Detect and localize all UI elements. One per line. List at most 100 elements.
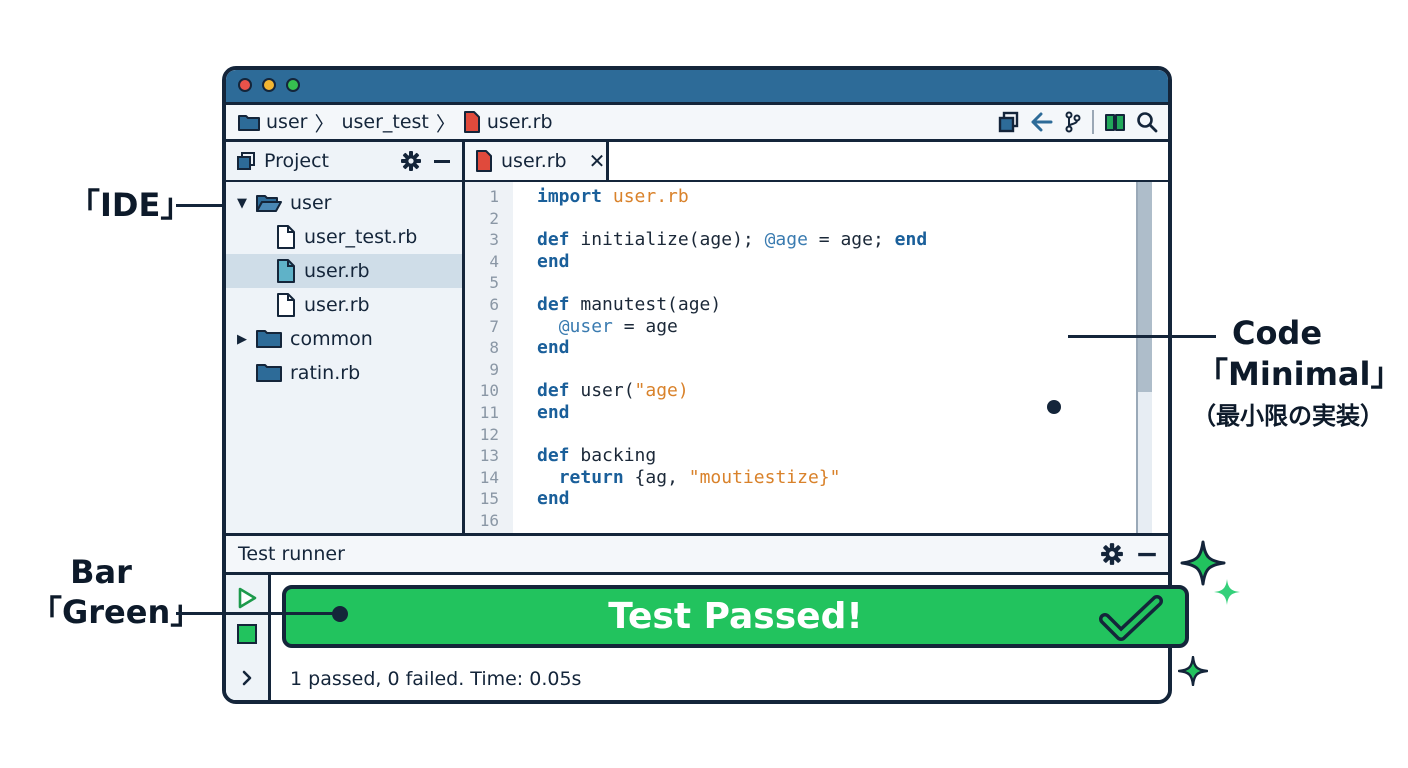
annotation-code-line — [1068, 335, 1216, 338]
line-number: 10 — [479, 381, 499, 401]
line-number: 16 — [479, 511, 499, 530]
caret-down-icon[interactable]: ▼ — [237, 195, 247, 211]
tree-item-label: user.rb — [304, 260, 370, 282]
tree-item-label: user.rb — [304, 294, 370, 316]
project-icon — [237, 152, 255, 170]
maximize-window-button[interactable] — [286, 78, 300, 92]
editor-tab-bar: user.rb ✕ — [465, 142, 1168, 182]
minimize-panel-icon[interactable] — [1136, 543, 1158, 565]
runner-toolbar — [226, 575, 271, 700]
tree-item-user-rb-selected[interactable]: user.rb — [226, 254, 462, 288]
annotation-ide-label: 「IDE」 — [68, 186, 193, 224]
check-icon — [1099, 595, 1163, 641]
test-passed-text: Test Passed! — [608, 596, 863, 637]
line-number: 14 — [479, 467, 499, 487]
code-editor[interactable]: 1 2 3 4 5 6 7 8 9 10 11 12 13 14 15 16 i… — [465, 182, 1168, 533]
git-branch-icon[interactable] — [1064, 111, 1082, 133]
file-tree: ▼ user user_test.rb user.rb user.rb ▶ co… — [226, 182, 462, 390]
annotation-code-title: Code — [1231, 314, 1323, 352]
folder-open-icon — [256, 195, 282, 212]
tab-label: user.rb — [501, 150, 567, 172]
play-icon[interactable] — [236, 587, 258, 609]
annotation-anchor-dot — [332, 606, 348, 622]
line-number: 2 — [489, 208, 499, 228]
title-bar — [226, 70, 1168, 105]
folder-icon — [238, 115, 260, 131]
breadcrumb: user 〉 user_test 〉 user.rb — [238, 105, 553, 139]
ruby-file-icon — [476, 150, 492, 172]
gear-icon[interactable] — [400, 150, 422, 172]
minimize-panel-icon[interactable] — [432, 151, 452, 171]
navigation-bar: user 〉 user_test 〉 user.rb — [226, 105, 1168, 142]
caret-right-icon[interactable]: ▶ — [237, 331, 247, 347]
gear-icon[interactable] — [1100, 542, 1124, 566]
file-icon — [277, 293, 295, 317]
close-icon[interactable]: ✕ — [588, 149, 606, 173]
tab-user-rb[interactable]: user.rb ✕ — [465, 142, 609, 180]
line-number-gutter: 1 2 3 4 5 6 7 8 9 10 11 12 13 14 15 16 — [465, 182, 513, 533]
annotation-anchor-dot — [1047, 400, 1061, 414]
line-number: 1 — [489, 187, 499, 206]
file-icon — [277, 259, 295, 283]
folder-icon — [256, 330, 282, 348]
line-number: 15 — [479, 489, 499, 509]
stop-icon[interactable] — [236, 623, 258, 645]
file-icon — [277, 225, 295, 249]
toolbar-divider — [1092, 110, 1094, 134]
ruby-file-icon — [463, 111, 480, 133]
project-panel-title: Project — [264, 150, 330, 172]
annotation-ide-line — [176, 204, 224, 207]
back-arrow-icon[interactable] — [1030, 111, 1054, 133]
breadcrumb-item-user[interactable]: user — [266, 111, 308, 133]
line-number: 9 — [489, 359, 499, 379]
code-line-1: import user.rb — [537, 186, 689, 207]
tree-item-label: ratin.rb — [290, 362, 361, 384]
close-window-button[interactable] — [238, 78, 252, 92]
test-summary: 1 passed, 0 failed. Time: 0.05s — [290, 668, 582, 690]
test-runner-title: Test runner — [238, 543, 345, 565]
line-number: 8 — [489, 338, 499, 358]
code-line-7: @user = age — [558, 315, 678, 337]
project-panel-header: Project — [226, 142, 462, 182]
code-line-4: end — [537, 250, 570, 272]
line-number: 11 — [479, 403, 499, 422]
tree-item-ratin-rb[interactable]: ratin.rb — [226, 356, 462, 390]
annotation-code-label: 「Minimal」 — [1196, 355, 1403, 393]
tree-item-user-folder[interactable]: ▼ user — [226, 186, 462, 220]
tree-item-user-test-rb[interactable]: user_test.rb — [226, 220, 462, 254]
code-line-15: end — [537, 488, 570, 510]
line-number: 12 — [479, 424, 499, 444]
line-number: 7 — [489, 316, 499, 336]
sparkle-icon — [1180, 540, 1226, 586]
minimize-window-button[interactable] — [262, 78, 276, 92]
tree-item-label: user — [290, 192, 332, 214]
breadcrumb-item-user-test[interactable]: user_test — [341, 111, 429, 133]
copy-icon[interactable] — [998, 111, 1020, 133]
breadcrumb-item-user-rb[interactable]: user.rb — [486, 111, 553, 133]
sparkle-icon — [1178, 656, 1208, 686]
test-passed-bar: Test Passed! — [282, 585, 1189, 648]
tree-item-user-rb[interactable]: user.rb — [226, 288, 462, 322]
code-line-3: def initialize(age); @age = age; end — [537, 229, 928, 251]
folder-icon — [256, 364, 282, 382]
chevron-right-icon: 〉 — [314, 111, 335, 136]
code-line-13: def backing — [537, 445, 657, 467]
tree-item-label: user_test.rb — [304, 226, 418, 248]
project-sidebar: Project ▼ user user_test.rb user.rb — [226, 142, 465, 533]
line-number: 6 — [489, 295, 499, 314]
test-runner-header: Test runner — [226, 533, 1168, 575]
code-line-8: end — [537, 337, 570, 359]
chevron-right-icon[interactable] — [236, 667, 258, 689]
annotation-code-subtitle: （最小限の実装） — [1192, 402, 1384, 430]
editor-scrollbar[interactable] — [1136, 182, 1152, 533]
line-number: 3 — [489, 230, 499, 250]
toolbar — [998, 105, 1158, 139]
tree-item-label: common — [290, 328, 373, 350]
tree-item-common-folder[interactable]: ▶ common — [226, 322, 462, 356]
code-line-14: return {ag, "moutiestize}" — [558, 466, 841, 488]
search-icon[interactable] — [1136, 111, 1158, 133]
scrollbar-thumb[interactable] — [1138, 182, 1152, 392]
book-icon[interactable] — [1104, 111, 1126, 133]
code-line-11: end — [537, 402, 570, 423]
annotation-bar-label: 「Green」 — [30, 593, 203, 631]
